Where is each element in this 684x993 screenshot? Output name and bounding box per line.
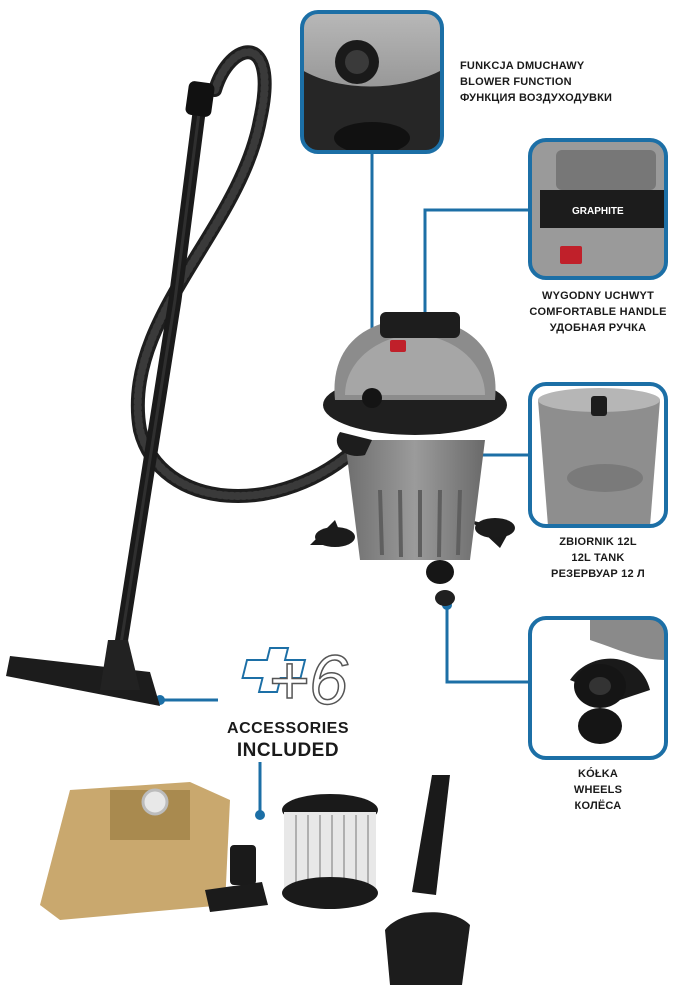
handle-connector [423,208,530,318]
blower-caption: FUNKCJA DMUCHAWY BLOWER FUNCTION ФУНКЦИЯ… [460,58,612,106]
crevice-tool [412,775,450,895]
handle-label-pl: WYGODNY UCHWYT [542,290,654,302]
inset-blower [302,12,442,152]
tank-label-en: 12L TANK [571,552,625,564]
handle-label-ru: УДОБНАЯ РУЧКА [549,322,647,334]
inset-handle: GRAPHITE [530,140,666,278]
vacuum-unit [310,312,515,606]
inset-wheels [530,618,666,758]
foam-filter [385,912,470,985]
brand-logo: GRAPHITE [572,206,624,217]
handle-label-en: COMFORTABLE HANDLE [529,306,667,318]
blower-label-pl: FUNKCJA DMUCHAWY [460,60,585,72]
blower-label-ru: ФУНКЦИЯ ВОЗДУХОДУВКИ [460,92,613,104]
inset-tank [530,384,666,526]
wheels-label-pl: KÓŁKA [577,768,619,780]
tank-label-ru: РЕЗЕРВУАР 12 Л [551,568,645,580]
paper-bag [40,782,230,920]
tank-caption: ZBIORNIK 12L 12L TANK РЕЗЕРВУАР 12 Л [530,534,666,582]
accessories-count: +6 [268,641,348,716]
cartridge-filter [282,794,378,909]
handle-caption: WYGODNY UCHWYT COMFORTABLE HANDLE УДОБНА… [525,288,671,336]
wheels-label-en: WHEELS [573,784,623,796]
accessories-count-badge: +6 [241,640,349,716]
accessories-line1: ACCESSORIES [227,720,349,737]
tank-label-pl: ZBIORNIK 12L [559,536,637,548]
wheels-label-ru: КОЛЁСА [574,800,622,812]
brush-nozzle [205,845,268,912]
floor-nozzle [6,640,160,706]
wand-grip [185,81,215,117]
wheels-connector [445,605,530,684]
wheels-caption: KÓŁKA WHEELS КОЛЁСА [530,766,666,814]
blower-label-en: BLOWER FUNCTION [460,76,572,88]
accessories-caption: ACCESSORIES INCLUDED [218,718,358,762]
accessories-line2: INCLUDED [236,740,340,761]
